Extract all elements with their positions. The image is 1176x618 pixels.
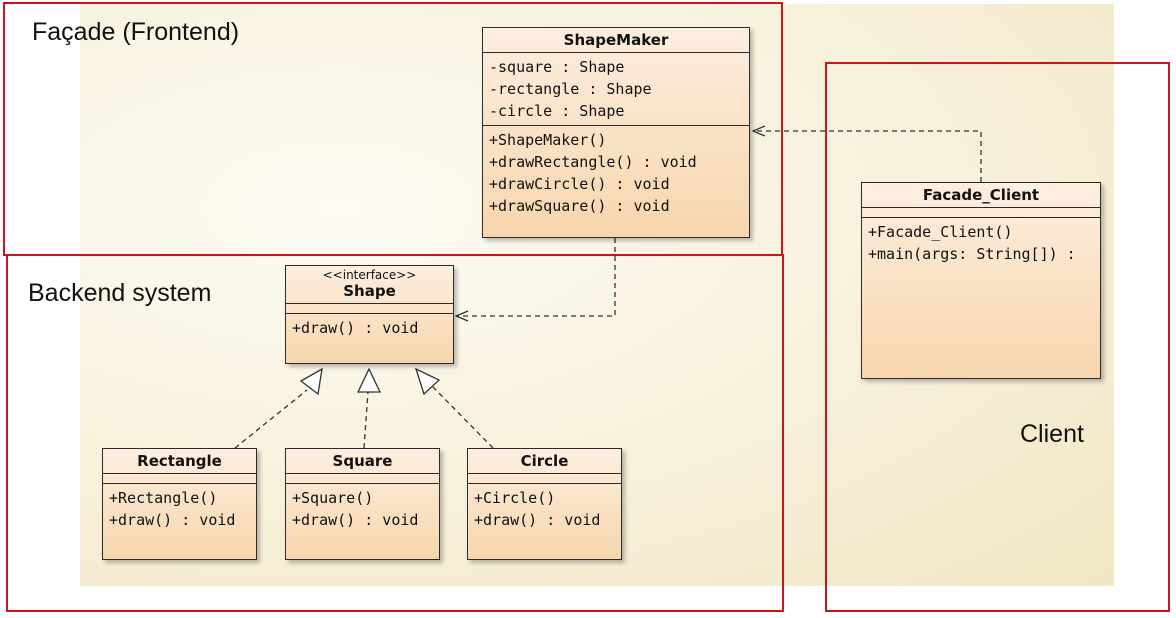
square-class-name: Square bbox=[286, 449, 439, 474]
facade-client-attributes bbox=[862, 208, 1100, 218]
rectangle-realization-triangle bbox=[299, 367, 323, 396]
facade-client-method: +main(args: String[]) : bbox=[868, 245, 1076, 263]
shapemaker-method: +drawRectangle() : void bbox=[489, 153, 697, 171]
client-to-shapemaker-dependency bbox=[753, 131, 982, 182]
shapemaker-methods: +ShapeMaker() +drawRectangle() : void +d… bbox=[483, 126, 749, 220]
circle-class[interactable]: Circle +Circle() +draw() : void bbox=[467, 448, 622, 560]
shapemaker-attribute: -circle : Shape bbox=[489, 102, 625, 120]
shapemaker-class-name: ShapeMaker bbox=[483, 28, 749, 53]
shape-interface[interactable]: <<interface>> Shape +draw() : void bbox=[285, 265, 454, 364]
shapemaker-attribute: -rectangle : Shape bbox=[489, 80, 652, 98]
circle-methods: +Circle() +draw() : void bbox=[468, 484, 621, 534]
circle-method: +Circle() bbox=[474, 489, 556, 507]
rectangle-realization-line bbox=[234, 389, 308, 449]
circle-realization-line bbox=[431, 385, 494, 449]
shapemaker-to-shape-dependency bbox=[456, 238, 616, 316]
shape-method: +draw() : void bbox=[292, 319, 419, 337]
shape-interface-header: <<interface>> Shape bbox=[286, 266, 453, 304]
facade-client-method: +Facade_Client() bbox=[868, 223, 1013, 241]
client-region bbox=[825, 62, 1170, 612]
shapemaker-method: +ShapeMaker() bbox=[489, 131, 607, 149]
shapemaker-attribute: -square : Shape bbox=[489, 58, 625, 76]
shape-methods: +draw() : void bbox=[286, 314, 453, 342]
facade-client-class-name: Facade_Client bbox=[862, 183, 1100, 208]
square-method: +draw() : void bbox=[292, 511, 419, 529]
shapemaker-method: +drawSquare() : void bbox=[489, 197, 670, 215]
rectangle-methods: +Rectangle() +draw() : void bbox=[103, 484, 256, 534]
frontend-label: Façade (Frontend) bbox=[32, 18, 240, 46]
backend-region bbox=[6, 254, 784, 612]
square-realization-line bbox=[363, 391, 369, 449]
rectangle-method: +Rectangle() bbox=[109, 489, 218, 507]
square-class[interactable]: Square +Square() +draw() : void bbox=[285, 448, 440, 560]
circle-class-name: Circle bbox=[468, 449, 621, 474]
backend-label: Backend system bbox=[28, 279, 212, 307]
facade-client-methods: +Facade_Client() +main(args: String[]) : bbox=[862, 218, 1100, 268]
facade-client-class[interactable]: Facade_Client +Facade_Client() +main(arg… bbox=[861, 182, 1101, 379]
shape-attributes bbox=[286, 304, 453, 314]
circle-attributes bbox=[468, 474, 621, 484]
rectangle-class[interactable]: Rectangle +Rectangle() +draw() : void bbox=[102, 448, 257, 560]
shape-interface-name: Shape bbox=[343, 282, 396, 300]
square-attributes bbox=[286, 474, 439, 484]
rectangle-attributes bbox=[103, 474, 256, 484]
shapemaker-class[interactable]: ShapeMaker -square : Shape -rectangle : … bbox=[482, 27, 750, 238]
rectangle-class-name: Rectangle bbox=[103, 449, 256, 474]
rectangle-method: +draw() : void bbox=[109, 511, 236, 529]
circle-realization-triangle bbox=[414, 367, 441, 396]
shapemaker-method: +drawCircle() : void bbox=[489, 175, 670, 193]
shapemaker-attributes: -square : Shape -rectangle : Shape -circ… bbox=[483, 53, 749, 126]
square-methods: +Square() +draw() : void bbox=[286, 484, 439, 534]
interface-stereotype: <<interface>> bbox=[322, 268, 417, 282]
square-method: +Square() bbox=[292, 489, 374, 507]
circle-method: +draw() : void bbox=[474, 511, 601, 529]
client-label: Client bbox=[1020, 420, 1084, 448]
square-realization-triangle bbox=[356, 367, 382, 393]
